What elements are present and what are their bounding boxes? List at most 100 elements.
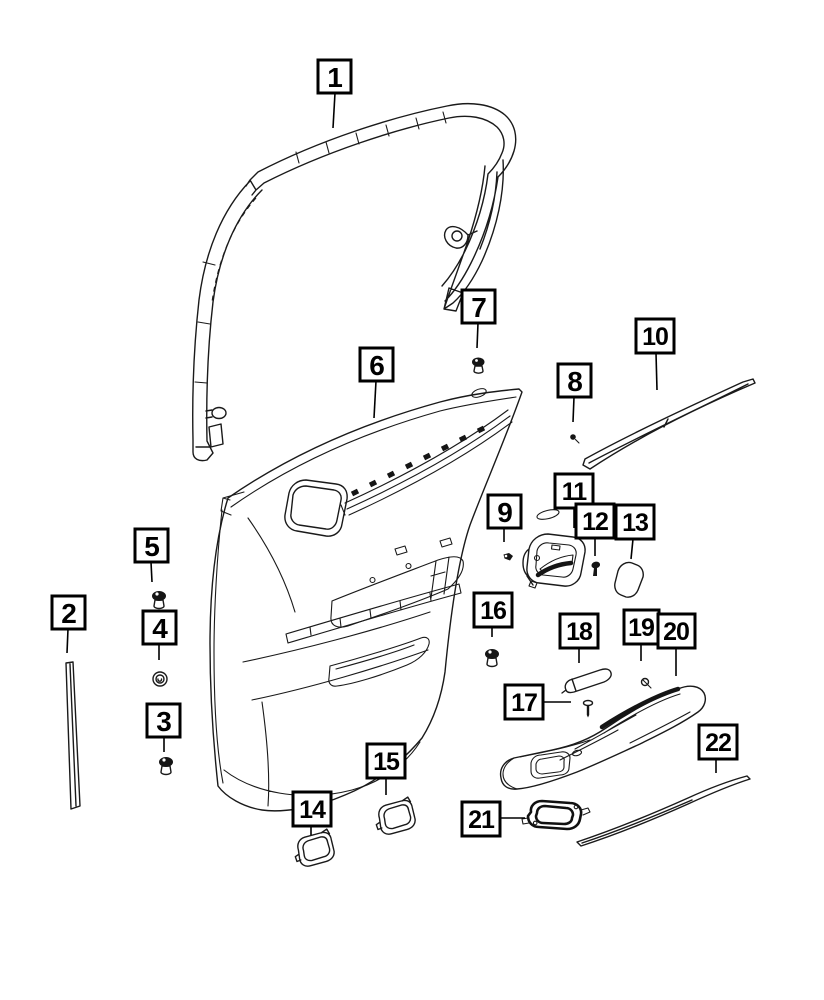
armrest-switch-opening (530, 749, 583, 779)
callout-9[interactable]: 9 (486, 493, 523, 542)
callout-box (133, 527, 170, 564)
callout-number: 20 (663, 618, 689, 646)
callout-1[interactable]: 1 (316, 58, 353, 129)
panel-rail-clips (350, 425, 486, 497)
callout-number: 5 (144, 531, 160, 562)
part-16-retainer-clip (485, 649, 499, 668)
callout-number: 19 (628, 614, 654, 642)
bezel-shadow (535, 560, 574, 578)
part-14-lamp-bezel (294, 828, 335, 867)
callout-number: 21 (468, 806, 495, 834)
callout-17[interactable]: 17 (503, 683, 571, 721)
belt-molding-outline (582, 378, 756, 470)
part-21-switch-bezel-gasket (521, 799, 591, 831)
part-15-lamp-bezel (375, 796, 416, 835)
part-19-screw (640, 677, 652, 689)
callout-5[interactable]: 5 (133, 527, 170, 583)
callout-10[interactable]: 10 (634, 317, 676, 391)
leader-line (66, 628, 69, 654)
frame-segment-ticks (194, 111, 447, 384)
bezel-outline (294, 828, 335, 867)
panel-inner-lines (213, 388, 517, 807)
clip-head (152, 591, 166, 601)
callout-3[interactable]: 3 (145, 702, 182, 752)
callout-number: 18 (566, 618, 593, 646)
lower-molding-outline (576, 775, 751, 847)
clip-highlight (488, 650, 492, 654)
callout-number: 13 (622, 509, 648, 537)
clip-highlight (475, 359, 478, 362)
screw-shaft (593, 568, 597, 576)
clip-highlight (504, 554, 508, 558)
callout-number: 9 (497, 497, 513, 528)
part-17-screw (582, 699, 594, 718)
armrest-outline (499, 685, 707, 790)
leader-line (572, 396, 575, 423)
callout-box (556, 362, 593, 399)
gasket-tabs (521, 804, 591, 826)
callout-number: 11 (562, 478, 588, 506)
callout-box (460, 288, 497, 325)
callout-7[interactable]: 7 (460, 288, 497, 349)
callout-6[interactable]: 6 (358, 346, 395, 419)
callout-box (656, 612, 697, 650)
callout-11[interactable]: 11 (553, 472, 595, 528)
callout-15[interactable]: 15 (365, 742, 407, 795)
part-11-inside-handle-bezel (522, 509, 586, 589)
callout-box (614, 503, 656, 541)
callout-number: 22 (705, 729, 731, 757)
part-9-retainer-clip (503, 553, 513, 561)
part-13-trim-cap (614, 561, 644, 598)
part-3-retainer-clip (159, 757, 173, 776)
callout-box (472, 591, 514, 629)
armrest-inner-lines (502, 693, 691, 790)
callout-19[interactable]: 19 (622, 608, 661, 661)
callout-box (145, 702, 182, 739)
leader-line (476, 322, 479, 349)
clip-body (486, 657, 498, 668)
callout-box (697, 723, 739, 761)
part-1-window-frame-weatherstrip (192, 103, 517, 462)
callouts-layer: 1 2 3 4 5 6 7 (50, 58, 739, 838)
callout-20[interactable]: 20 (656, 612, 697, 676)
part-22-lower-molding (576, 775, 751, 847)
clip-head (159, 757, 173, 767)
callout-box (358, 346, 395, 383)
clip-head (472, 357, 485, 367)
callout-number: 12 (582, 508, 608, 536)
callout-21[interactable]: 21 (460, 800, 525, 838)
grommet-rings (152, 671, 168, 687)
callout-16[interactable]: 16 (472, 591, 514, 637)
callout-13[interactable]: 13 (614, 503, 656, 560)
callout-22[interactable]: 22 (697, 723, 739, 773)
callout-18[interactable]: 18 (558, 612, 600, 663)
callout-box (622, 608, 661, 646)
part-5-retainer-clip (152, 591, 166, 610)
callout-8[interactable]: 8 (556, 362, 593, 423)
callout-box (503, 683, 545, 721)
clip-head (485, 649, 499, 659)
part-7-push-pin-clip (472, 357, 485, 374)
callout-box (50, 594, 87, 631)
lid-outline (561, 668, 612, 694)
callout-14[interactable]: 14 (291, 790, 333, 835)
cap-outline (614, 561, 644, 598)
callout-number: 4 (152, 613, 168, 644)
gasket-outline (526, 799, 583, 831)
part-2-front-edge-molding (65, 661, 81, 810)
bezel-outline (375, 796, 416, 835)
callout-2[interactable]: 2 (50, 594, 87, 654)
armrest-dark-stripe (599, 686, 681, 730)
callout-12[interactable]: 12 (574, 502, 616, 556)
part-10-belt-molding (582, 378, 756, 470)
leader-line (150, 561, 153, 583)
bezel-outline (522, 533, 586, 587)
clip-highlight (162, 758, 166, 762)
part-8-screw (570, 434, 580, 444)
panel-lower-contours (242, 611, 431, 701)
callout-4[interactable]: 4 (141, 609, 178, 660)
callout-number: 16 (480, 597, 506, 625)
part-4-grommet (152, 671, 168, 687)
